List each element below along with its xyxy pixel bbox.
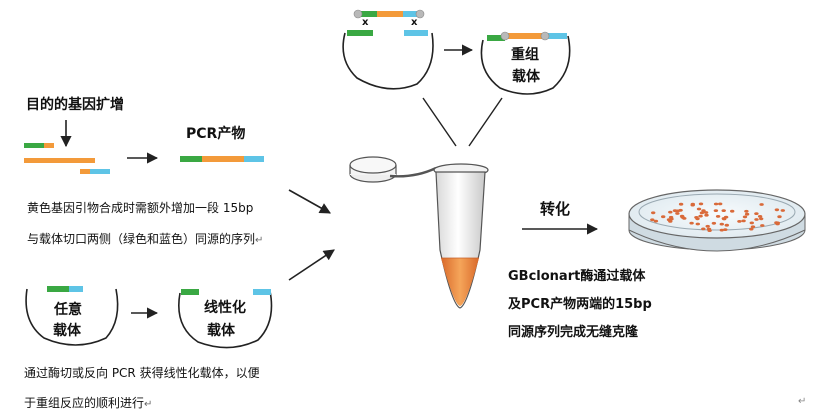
colony-dot [713, 202, 719, 206]
right-arrow-icon [288, 249, 335, 281]
linearized-label-line1: 线性化 [204, 300, 246, 316]
colony-dot [759, 217, 764, 221]
petri-dish [628, 189, 806, 252]
primer-note-text: 与载体切口两侧（绿色和蓝色）同源的序列 [27, 232, 256, 246]
colony-dot [737, 220, 742, 223]
gbclonart-line1: GBclonart酶通过载体 [508, 269, 646, 284]
colony-dot [721, 209, 726, 213]
colony-dot [780, 209, 785, 212]
colony-dot [750, 225, 756, 229]
colony-dot [680, 215, 685, 219]
primer-note-line2: 与载体切口两侧（绿色和蓝色）同源的序列↵ [27, 230, 263, 247]
colony-dot [698, 214, 703, 218]
linearized-vector-plasmid [178, 289, 273, 349]
colony-dot [730, 209, 735, 213]
colony-dot [698, 202, 704, 206]
cross-mark-left: x [362, 17, 369, 28]
colony-dot [661, 215, 666, 219]
colony-dot [678, 208, 683, 212]
colony-dot [699, 211, 705, 215]
pcr-product-label: PCR产物 [186, 126, 246, 142]
colony-dot [741, 219, 746, 223]
colony-dot [689, 221, 694, 225]
colony-dot [754, 212, 759, 216]
colony-dot [774, 208, 780, 212]
gbclonart-line2: 及PCR产物两端的15bp [508, 297, 652, 312]
colony-dot [719, 222, 724, 226]
page-end-mark: ↵ [798, 396, 807, 407]
primer-note-line1: 黄色基因引物合成时需额外增加一段 15bp [27, 201, 254, 215]
colony-dot [651, 211, 656, 215]
linearized-label-line2: 载体 [207, 323, 235, 339]
any-vector-label-line2: 载体 [53, 323, 81, 339]
colony-dot [777, 215, 782, 219]
colony-dot [742, 215, 748, 219]
colony-dot [703, 211, 709, 214]
any-vector-label-line1: 任意 [54, 302, 82, 318]
transformation-label: 转化 [540, 200, 571, 218]
bacterial-colonies [650, 202, 785, 233]
colony-dot [668, 210, 673, 214]
return-mark: ↵ [255, 235, 264, 246]
colony-dot [668, 215, 674, 219]
colony-dot [754, 218, 759, 221]
colony-dot [757, 215, 763, 218]
colony-dot [707, 229, 712, 233]
colony-dot [672, 209, 678, 213]
eppendorf-tube [349, 156, 489, 309]
colony-dot [705, 224, 710, 228]
right-arrow-icon [288, 189, 331, 214]
colony-dot [749, 227, 754, 231]
recombinant-plasmid [480, 31, 571, 95]
colony-dot [713, 209, 719, 213]
colony-dot [695, 217, 700, 221]
colony-dot [696, 207, 702, 211]
colony-dot [760, 224, 765, 227]
gbclonart-line3: 同源序列完成无缝克隆 [508, 325, 639, 340]
top-left-plasmid [342, 9, 434, 90]
colony-dot [744, 212, 750, 216]
cross-mark-right: x [411, 17, 418, 28]
return-mark: ↵ [144, 399, 153, 410]
colony-dot [704, 213, 709, 217]
colony-dot [744, 209, 749, 213]
v-funnel-lines [422, 97, 503, 147]
colony-dot [711, 221, 717, 225]
recombinant-label-line2: 载体 [512, 69, 540, 85]
recombinant-label-line1: 重组 [511, 47, 539, 63]
colony-dot [650, 218, 655, 222]
target-gene-amplification-label: 目的的基因扩增 [26, 97, 124, 113]
colony-dot [701, 209, 706, 213]
colony-dot [749, 221, 754, 225]
colony-dot [775, 222, 780, 226]
colony-dot [715, 215, 721, 218]
linearize-method-line1: 通过酶切或反向 PCR 获得线性化载体，以便 [24, 366, 260, 380]
primer-diagram [24, 143, 110, 174]
colony-dot [759, 203, 764, 206]
colony-dot [723, 228, 728, 232]
colony-dot [701, 227, 706, 231]
colony-dot [719, 228, 724, 232]
colony-dot [675, 212, 680, 215]
colony-dot [718, 202, 723, 206]
pcr-product-bar [180, 156, 264, 162]
linearize-method-text: 于重组反应的顺利进行 [24, 396, 145, 410]
any-vector-plasmid [25, 286, 119, 346]
colony-dot [724, 223, 729, 227]
colony-dot [653, 219, 659, 223]
colony-dot [723, 215, 729, 219]
colony-dot [695, 222, 700, 226]
colony-dot [678, 202, 684, 206]
linearize-method-line2: 于重组反应的顺利进行↵ [24, 394, 152, 411]
colony-dot [690, 202, 695, 206]
